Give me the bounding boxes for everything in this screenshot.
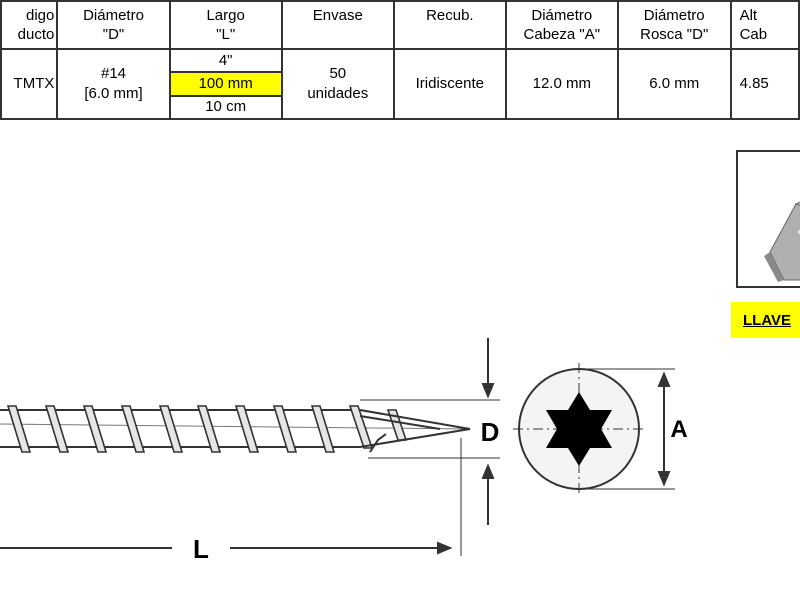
cell-envase-count: 50 [329,65,347,82]
cell-largo-inches: 4" [218,51,233,69]
cell-largo: 4" 100 mm 10 cm [168,48,283,120]
screw-threads [6,405,408,453]
header-diametro-d: Diámetro "D" [56,0,171,50]
cell-recubrimiento: Iridiscente [392,48,507,120]
header-largo-line1: Largo [206,7,245,24]
header-recubrimiento: Recub. [392,0,507,50]
header-diametro-d-line1: Diámetro [83,7,144,24]
cell-largo-mm-highlight: 100 mm [171,71,280,97]
cell-diametro-cabeza: 12.0 mm [504,48,619,120]
cell-largo-cm: 10 cm [205,98,247,116]
cell-envase-unit: unidades [307,85,369,102]
header-altura-line1: Alt [739,7,758,24]
dimension-a-markers [657,371,671,487]
header-diametro-cabeza-line1: Diámetro [531,7,593,24]
cell-diametro-mm: [6.0 mm] [84,85,143,102]
screw-tip [359,409,471,453]
header-altura-line2: Cab [739,26,768,43]
torx-star-icon [546,392,612,466]
cell-diametro: #14 [6.0 mm] [56,48,171,120]
header-codigo-line2: ducto [17,26,55,43]
header-diametro-rosca-line2: Rosca "D" [640,26,709,43]
header-codigo-producto: digo ducto [0,0,59,50]
header-diametro-cabeza-line2: Cabeza "A" [523,26,601,43]
dimension-d-markers [360,338,500,525]
header-envase: Envase [280,0,395,50]
cell-envase: 50 unidades [280,48,395,120]
dimension-d-label: D [481,417,500,447]
header-diametro-d-line2: "D" [102,26,125,43]
header-codigo-line1: digo [26,7,55,24]
dimension-a-label: A [670,416,687,443]
header-diametro-rosca: Diámetro Rosca "D" [616,0,732,50]
cell-altura-cabeza: 4.85 [729,48,800,120]
dimension-l-markers [0,438,462,556]
table-row: TMTX #14 [6.0 mm] 4" 100 mm 10 cm 50 uni… [0,48,800,120]
header-diametro-rosca-line1: Diámetro [643,7,705,24]
header-largo: Largo "L" [168,0,283,50]
llave-link[interactable]: LLAVE [731,302,800,338]
driver-bit-image [736,150,800,288]
cell-codigo: TMTX [0,48,59,120]
header-diametro-cabeza: Diámetro Cabeza "A" [504,0,619,50]
driver-bit-icon [764,201,800,282]
cell-diametro-rosca: 6.0 mm [616,48,732,120]
cell-diametro-gauge: #14 [101,65,127,82]
dimension-l-label: L [193,534,209,564]
header-envase-label: Envase [312,7,363,24]
screw-technical-drawing: D L A [0,338,688,564]
head-end-view [513,363,675,495]
header-largo-line2: "L" [216,26,236,43]
product-spec-table: digo ducto Diámetro "D" Largo "L" Envase… [0,0,800,120]
header-altura-cabeza: Alt Cab [729,0,800,50]
header-recub-label: Recub. [426,7,474,24]
table-header-row: digo ducto Diámetro "D" Largo "L" Envase… [0,0,800,50]
